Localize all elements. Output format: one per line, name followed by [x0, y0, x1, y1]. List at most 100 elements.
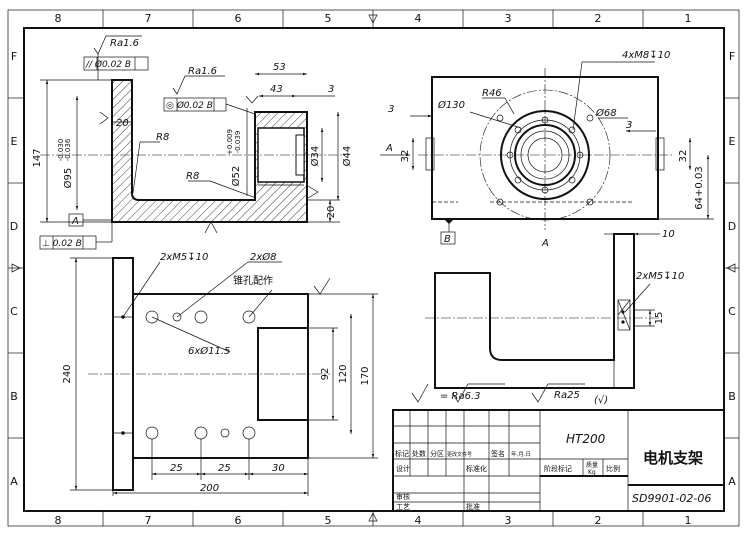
stage-mark: 阶段标记 — [544, 464, 572, 473]
dimension-200: 200 — [200, 483, 219, 494]
column-label: 2 — [595, 12, 602, 25]
scale-label: 比例 — [606, 464, 620, 473]
dimension-15: 15 — [654, 312, 665, 325]
column-label: 2 — [595, 514, 602, 527]
row-label: E — [11, 135, 18, 148]
row-label: F — [729, 50, 735, 63]
dimension-10: 10 — [662, 229, 675, 240]
parallel-tolerance: // Ø0.02 B — [85, 59, 131, 70]
column-label: 5 — [325, 514, 332, 527]
header-sign: 签名 — [491, 449, 505, 458]
row-standardization: 标准化 — [466, 464, 487, 473]
column-label: 3 — [505, 514, 512, 527]
m5-holes-note: 2xM5↧10 — [636, 271, 684, 282]
drawing-number: SD9901-02-06 — [632, 492, 711, 505]
dimension-120: 120 — [338, 364, 349, 383]
material: HT200 — [566, 432, 606, 446]
dimension-52: Ø52 — [230, 166, 242, 187]
column-label: 8 — [55, 514, 62, 527]
row-label: D — [728, 220, 736, 233]
dimension-64: 64+0.03 — [694, 166, 705, 209]
dimension-240: 240 — [62, 364, 73, 383]
title-block: HT200 电机支架 SD9901-02-06 标记 处数 分区 更改文件号 签… — [392, 409, 725, 512]
tolerance-upper: -0.030 — [57, 139, 65, 162]
d115-holes-note: 6xØ11.5 — [188, 345, 230, 357]
tolerance-lower: -0.039 — [234, 131, 242, 154]
taper-hole-note: 锥孔配作 — [233, 275, 273, 287]
dimension-3: 3 — [328, 84, 334, 95]
m5-holes-note: 2xM5↧10 — [160, 252, 208, 263]
row-design: 设计 — [396, 464, 410, 473]
radius-label: R8 — [186, 171, 199, 182]
row-label: B — [728, 390, 736, 403]
flange-view — [380, 61, 714, 245]
dimension-32-left: 32 — [400, 150, 411, 163]
roughness-equals: = Ra6.3 — [440, 391, 481, 402]
roughness-label: Ra1.6 — [188, 66, 217, 77]
column-label: 6 — [235, 514, 242, 527]
dimension-34: Ø34 — [309, 146, 321, 167]
section-view — [39, 35, 345, 250]
row-label: F — [11, 50, 17, 63]
column-label: 1 — [685, 514, 692, 527]
threaded-holes-note: 4xM8↧10 — [622, 50, 670, 61]
column-label: 3 — [505, 12, 512, 25]
header-count: 处数 — [412, 449, 426, 458]
row-process: 工艺 — [396, 503, 410, 511]
row-approve: 批准 — [466, 502, 480, 511]
row-label: E — [729, 135, 736, 148]
dimension-20-top: 20 — [116, 118, 129, 129]
concentricity-tolerance: ◎ Ø0.02 B — [166, 100, 213, 111]
dimension-32-right: 32 — [678, 150, 689, 163]
view-a-arrow-label: A — [385, 143, 393, 154]
surface-roughness-note: = Ra6.3 Ra25 (√) — [411, 383, 608, 406]
radius-r46: R46 — [482, 88, 502, 99]
header-date: 年.月.日 — [511, 450, 531, 458]
part-name: 电机支架 — [643, 449, 703, 467]
end-view — [425, 232, 660, 389]
mass-unit: Kg — [588, 469, 596, 476]
radius-label: R8 — [156, 132, 169, 143]
dimension-95: Ø95 — [62, 168, 74, 189]
row-label: C — [728, 305, 736, 318]
column-label: 4 — [415, 12, 422, 25]
roughness-label: Ra1.6 — [110, 38, 139, 49]
dimension-92: 92 — [320, 368, 331, 381]
section-a-label: A — [541, 238, 549, 249]
header-zone: 分区 — [430, 449, 444, 458]
roughness-paren: (√) — [594, 395, 608, 406]
header-mark: 标记 — [395, 449, 409, 458]
dimension-25: 25 — [170, 463, 183, 474]
column-label: 5 — [325, 12, 332, 25]
row-label: B — [10, 390, 18, 403]
dimension-43: 43 — [270, 84, 283, 95]
side-view-labels: 2xM5↧10 2xØ8 锥孔配作 6xØ11.5 240 92 120 170… — [62, 251, 371, 494]
dimension-147: 147 — [32, 148, 43, 167]
dimension-3-right: 3 — [626, 120, 632, 131]
header-doc-no: 更改文件号 — [447, 451, 472, 458]
diameter-68: Ø68 — [595, 107, 617, 119]
dimension-3-left: 3 — [388, 104, 394, 115]
column-label: 7 — [145, 12, 152, 25]
side-view — [70, 257, 378, 496]
row-label: C — [10, 305, 18, 318]
diameter-130: Ø130 — [437, 99, 465, 111]
row-review: 审核 — [396, 492, 410, 501]
perpendicularity-tolerance: ⊥ 0.02 B — [42, 239, 82, 249]
section-view-labels: Ra1.6 // Ø0.02 B 147 Ø95 -0.030 -0.036 2… — [32, 38, 353, 249]
datum-b: B — [444, 234, 451, 245]
column-label: 1 — [685, 12, 692, 25]
row-label: A — [10, 475, 18, 488]
row-label: D — [10, 220, 18, 233]
dimension-44: Ø44 — [341, 146, 353, 167]
end-view-labels: 10 2xM5↧10 15 — [636, 229, 684, 324]
dimension-30: 30 — [272, 463, 285, 474]
row-label: A — [728, 475, 736, 488]
dimension-53: 53 — [273, 62, 286, 73]
column-label: 6 — [235, 12, 242, 25]
dimension-170: 170 — [360, 366, 371, 385]
tolerance-lower: -0.036 — [64, 138, 72, 161]
tolerance-upper: +0.009 — [226, 129, 234, 155]
column-label: 7 — [145, 514, 152, 527]
